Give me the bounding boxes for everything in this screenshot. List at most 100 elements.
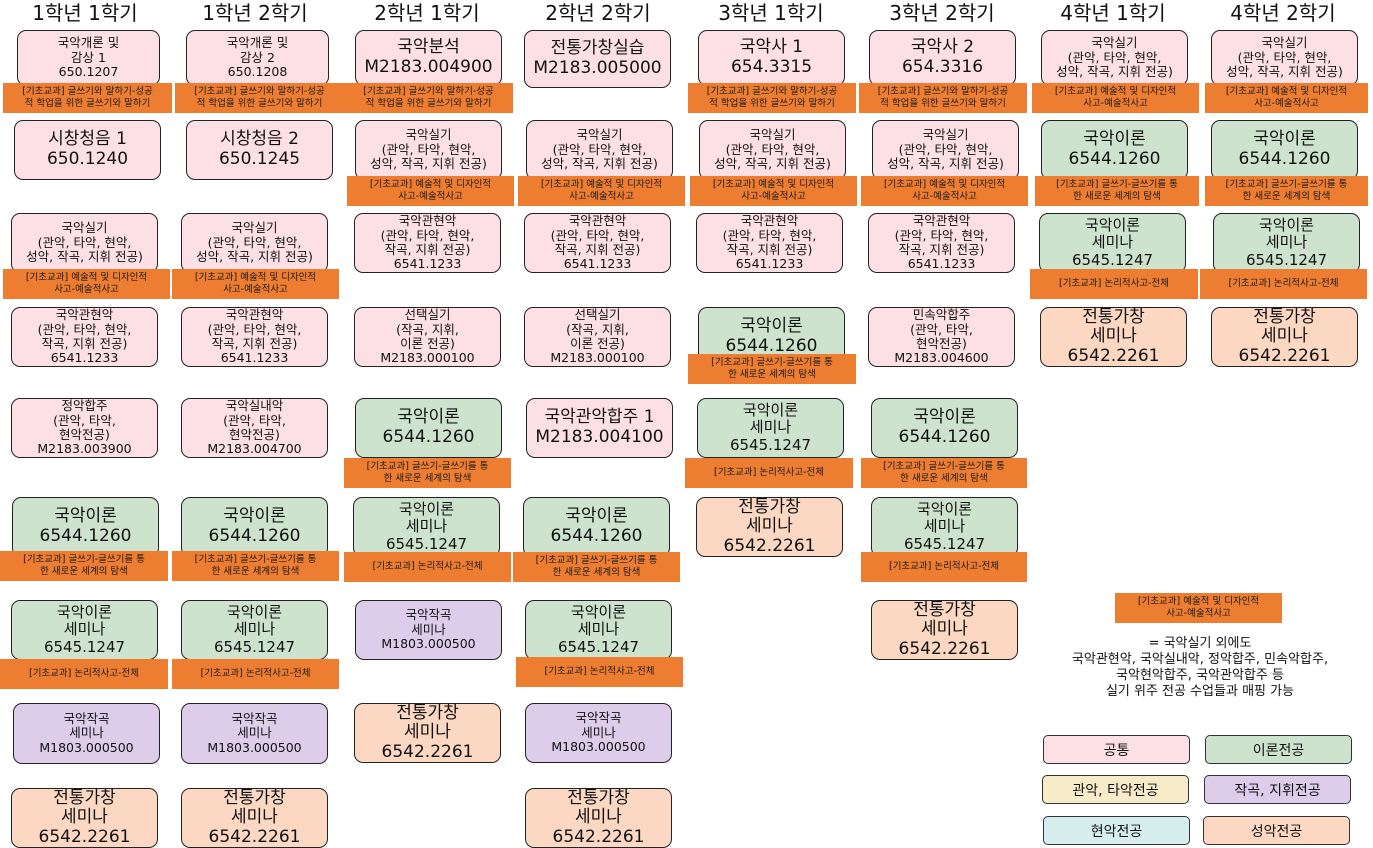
course-card[interactable]: 국악실기(관악, 타악, 현악,성악, 작곡, 지휘 전공): [526, 120, 673, 180]
course-line: 작곡, 지휘 전공): [898, 242, 985, 257]
course-card[interactable]: 국악실기(관악, 타악, 현악,성악, 작곡, 지휘 전공): [11, 213, 158, 273]
tag-line: [기초교과] 예술적 및 디자인적: [712, 179, 835, 190]
tag-line: [기초교과] 논리적사고-전체: [888, 561, 999, 572]
course-card[interactable]: 국악실기(관악, 타악, 현악,성악, 작곡, 지휘 전공): [699, 120, 846, 180]
course-card[interactable]: 민속악합주(관악, 타악,현악전공)M2183.004600: [868, 307, 1015, 367]
course-line: 세미나: [63, 620, 106, 639]
tag-line: [기초교과] 논리적사고-전체: [544, 666, 655, 677]
course-line: 국악이론: [565, 506, 628, 527]
tag-line: 한 새로운 세계의 탐색: [40, 566, 128, 577]
course-card[interactable]: 국악실내악(관악, 타악,현악전공)M2183.004700: [181, 398, 328, 458]
course-card[interactable]: 국악실기(관악, 타악, 현악,성악, 작곡, 지휘 전공): [872, 120, 1019, 180]
tag-line: [기초교과] 예술적 및 디자인적: [540, 179, 663, 190]
course-card[interactable]: 국악실기(관악, 타악, 현악,성악, 작곡, 지휘 전공): [1041, 30, 1188, 86]
course-line: 6541.1233: [735, 256, 804, 272]
mapping-note: = 국악실기 외에도 국악관현악, 국악실내악, 정악합주, 민속악합주, 국악…: [1040, 636, 1360, 700]
tag-line: [기초교과] 예술적 및 디자인적: [883, 179, 1006, 190]
basic-course-tag: [기초교과] 논리적사고-전체: [344, 552, 511, 582]
semester-header-3-2: 3학년 2학기: [889, 1, 995, 25]
course-line: 6545.1247: [385, 534, 468, 553]
course-card[interactable]: 국악실기(관악, 타악, 현악,성악, 작곡, 지휘 전공): [181, 213, 328, 273]
course-line: 세미나: [404, 722, 451, 743]
tag-line: 적 학업을 위한 글쓰기와 말하기: [709, 98, 835, 109]
course-card[interactable]: 정악합주(관악, 타악,현악전공)M2183.003900: [11, 398, 158, 458]
course-card[interactable]: 국악관현악(관악, 타악, 현악,작곡, 지휘 전공)6541.1233: [11, 307, 158, 367]
course-line: 6542.2261: [38, 826, 131, 847]
course-card[interactable]: 국악관현악(관악, 타악, 현악,작곡, 지휘 전공)6541.1233: [524, 213, 671, 273]
course-line: 국악관현악: [740, 213, 799, 229]
course-line: 성악, 작곡, 지휘 전공): [1056, 64, 1173, 80]
course-line: 이론 전공): [400, 336, 455, 351]
course-line: 국악사 2: [910, 37, 975, 58]
semester-header-1-1: 1학년 1학기: [32, 1, 138, 25]
tag-line: 적 학업을 위한 글쓰기와 말하기: [196, 98, 323, 109]
course-card[interactable]: 국악관현악(관악, 타악, 현악,작곡, 지휘 전공)6541.1233: [868, 213, 1015, 273]
course-line: (관악, 타악, 현악,: [37, 234, 132, 250]
course-card[interactable]: 국악실기(관악, 타악, 현악,성악, 작곡, 지휘 전공): [1211, 30, 1358, 86]
tag-line: 사고-예술적사고: [54, 284, 119, 295]
course-line: 현악전공): [229, 427, 280, 442]
tag-line: [기초교과] 글쓰기-글쓰기를 통: [711, 357, 833, 368]
course-line: 이론 전공): [570, 336, 625, 351]
course-line: 국악실기: [922, 127, 969, 143]
tag-line: [기초교과] 글쓰기와 말하기-성공: [706, 86, 838, 97]
course-card[interactable]: 국악관현악(관악, 타악, 현악,작곡, 지휘 전공)6541.1233: [354, 213, 501, 273]
course-line: 6545.1247: [903, 534, 986, 553]
course-card[interactable]: 국악관현악(관악, 타악, 현악,작곡, 지휘 전공)6541.1233: [696, 213, 843, 273]
course-line: M1803.000500: [381, 636, 476, 652]
course-card[interactable]: 국악실기(관악, 타악, 현악,성악, 작곡, 지휘 전공): [355, 120, 502, 180]
course-card[interactable]: 국악관현악(관악, 타악, 현악,작곡, 지휘 전공)6541.1233: [181, 307, 328, 367]
tag-line: 한 새로운 세계의 탐색: [728, 369, 816, 380]
course-card[interactable]: 선택실기(작곡, 지휘,이론 전공)M2183.000100: [354, 307, 501, 367]
course-line: 6541.1233: [393, 256, 462, 272]
course-line: 현악전공): [59, 427, 110, 442]
course-line: 전통가창: [738, 496, 801, 517]
course-line: (관악, 타악, 현악,: [552, 141, 647, 157]
tag-line: [기초교과] 예술적 및 디자인적: [25, 272, 148, 283]
course-line: 국악이론: [1083, 129, 1146, 150]
course-line: 시창청음 2: [220, 129, 299, 150]
course-line: 국악이론: [913, 407, 976, 428]
course-line: 민속악합주: [912, 307, 971, 323]
course-card[interactable]: 선택실기(작곡, 지휘,이론 전공)M2183.000100: [524, 307, 671, 367]
course-line: 6542.2261: [552, 826, 645, 847]
